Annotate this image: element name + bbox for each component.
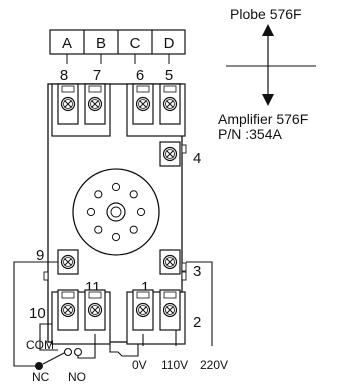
terminal-10-label: 10 <box>29 305 46 322</box>
terminal-3-screw <box>159 249 181 275</box>
header-cell-d: D <box>164 35 175 52</box>
header-cell-a: A <box>62 35 72 52</box>
legend-top-label: Plobe 576F <box>230 6 302 22</box>
terminal-5-screw <box>159 83 181 125</box>
nc-contact-dot <box>35 362 43 370</box>
no-label: NO <box>68 370 86 383</box>
terminal-7-screw <box>84 83 106 125</box>
com-label: COM <box>26 338 54 352</box>
terminal-6-screw <box>132 83 154 125</box>
header-cell-b: B <box>96 35 106 52</box>
no-contact-circle <box>73 347 83 357</box>
down-arrow-icon <box>262 94 274 106</box>
legend-bottom-label: Amplifier 576F <box>218 111 308 127</box>
voltage-220v-label: 220V <box>200 358 228 372</box>
terminal-10-screw <box>57 289 79 331</box>
terminal-1-screw <box>132 289 154 331</box>
wiring <box>13 261 213 367</box>
pin-label-6: 6 <box>136 67 144 84</box>
terminal-2-label: 2 <box>193 314 201 331</box>
com-contact-circle <box>63 347 73 357</box>
pin-label-5: 5 <box>165 67 173 84</box>
header-cell-c: C <box>130 35 141 52</box>
header-table: A B C D <box>49 29 186 64</box>
nc-label: NC <box>32 370 50 383</box>
terminal-3-label: 3 <box>193 263 201 280</box>
terminal-2-screw <box>159 289 181 331</box>
pin-label-8: 8 <box>60 67 68 84</box>
octal-socket <box>72 168 160 256</box>
terminal-9-screw <box>57 249 79 275</box>
voltage-0v-label: 0V <box>132 358 147 372</box>
pin-label-7: 7 <box>93 67 101 84</box>
terminal-4-screw <box>159 141 181 167</box>
voltage-110v-label: 110V <box>161 358 188 372</box>
legend-part-number: P/N :354A <box>218 126 282 142</box>
terminal-4-label: 4 <box>193 150 201 167</box>
terminal-1-label: 1 <box>141 279 149 296</box>
legend: Plobe 576F Amplifier 576F P/N :354A <box>218 6 316 142</box>
terminal-8-screw <box>57 83 79 125</box>
terminal-9-label: 9 <box>36 247 44 264</box>
up-arrow-icon <box>262 24 274 36</box>
terminal-11-screw <box>84 289 106 331</box>
